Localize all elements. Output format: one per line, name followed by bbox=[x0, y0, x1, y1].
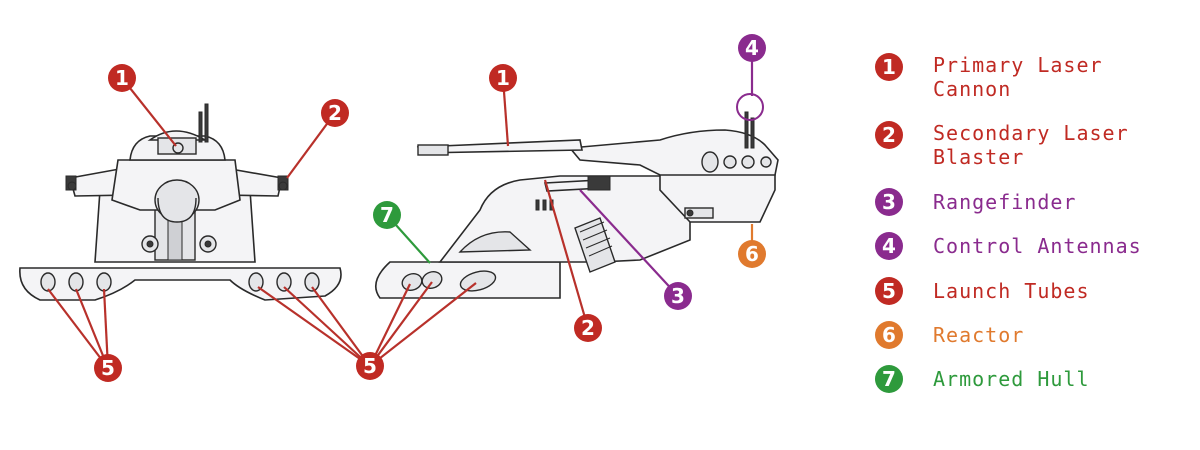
legend-item-1: 1 Primary Laser Cannon bbox=[875, 53, 1103, 101]
legend-item-4: 4 Control Antennas bbox=[875, 232, 1142, 260]
marker-label: 3 bbox=[671, 284, 685, 308]
callout-lines bbox=[47, 50, 764, 369]
marker-1-front: 1 bbox=[108, 64, 136, 92]
marker-4-side: 4 bbox=[738, 34, 766, 62]
marker-label: 1 bbox=[115, 66, 129, 90]
legend-label-line1: Armored Hull bbox=[933, 367, 1090, 391]
legend-number: 7 bbox=[882, 367, 896, 391]
legend-item-3: 3 Rangefinder bbox=[875, 188, 1076, 216]
marker-7-side: 7 bbox=[373, 201, 401, 229]
marker-label: 2 bbox=[328, 101, 342, 125]
marker-2-front: 2 bbox=[321, 99, 349, 127]
marker-1-side: 1 bbox=[489, 64, 517, 92]
marker-label: 5 bbox=[363, 354, 377, 378]
legend-number: 3 bbox=[882, 190, 896, 214]
marker-label: 2 bbox=[581, 316, 595, 340]
marker-label: 1 bbox=[496, 66, 510, 90]
legend-label-line1: Rangefinder bbox=[933, 190, 1076, 214]
marker-3-side: 3 bbox=[664, 282, 692, 310]
legend-number: 2 bbox=[882, 123, 896, 147]
legend-item-5: 5 Launch Tubes bbox=[875, 277, 1090, 305]
marker-5-front: 5 bbox=[94, 354, 122, 382]
marker-label: 5 bbox=[101, 356, 115, 380]
legend-label-line1: Reactor bbox=[933, 323, 1024, 347]
legend-label-line2: Blaster bbox=[933, 145, 1024, 169]
legend-number: 6 bbox=[882, 323, 896, 347]
marker-6-side: 6 bbox=[738, 240, 766, 268]
legend-number: 5 bbox=[882, 279, 896, 303]
marker-label: 6 bbox=[745, 242, 759, 266]
marker-2-side: 2 bbox=[574, 314, 602, 342]
legend-label-line2: Cannon bbox=[933, 77, 1011, 101]
legend-label-line1: Control Antennas bbox=[933, 234, 1142, 258]
legend-number: 1 bbox=[882, 55, 896, 79]
legend-number: 4 bbox=[882, 234, 896, 258]
legend-label-line1: Launch Tubes bbox=[933, 279, 1090, 303]
marker-label: 4 bbox=[745, 36, 759, 60]
legend-item-2: 2 Secondary Laser Blaster bbox=[875, 121, 1129, 169]
tank-front-view bbox=[19, 103, 342, 301]
tank-side-view bbox=[374, 111, 779, 299]
legend: 1 Primary Laser Cannon 2 Secondary Laser… bbox=[875, 53, 1142, 393]
legend-item-6: 6 Reactor bbox=[875, 321, 1024, 349]
marker-label: 7 bbox=[380, 203, 394, 227]
legend-label-line1: Secondary Laser bbox=[933, 121, 1129, 145]
marker-5-center: 5 bbox=[356, 352, 384, 380]
legend-label-line1: Primary Laser bbox=[933, 53, 1103, 77]
legend-item-7: 7 Armored Hull bbox=[875, 365, 1090, 393]
